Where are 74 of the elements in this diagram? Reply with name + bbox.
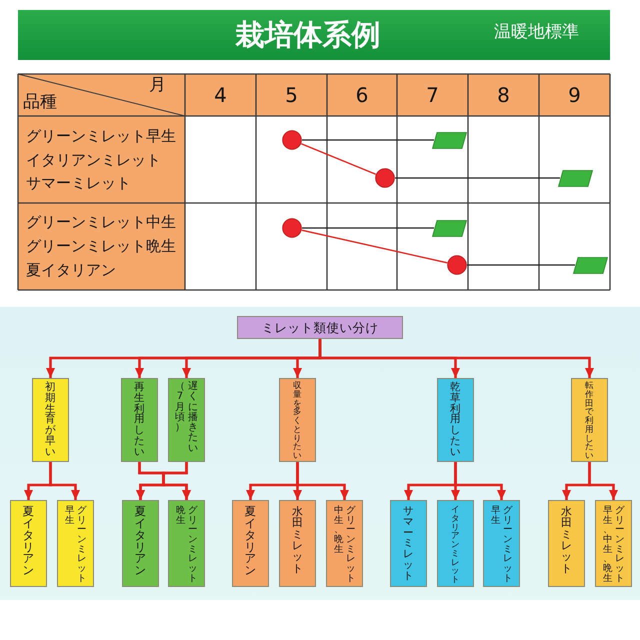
variety-box [10,500,47,587]
variety-label: グリーンミレット中生、晩生 [333,506,356,584]
variety-label: サマーミレット [402,506,414,583]
arrow [49,462,80,500]
variety-label: 水田ミレット [291,506,304,575]
variety-box [390,500,427,587]
condition-box [279,378,316,462]
arrow [588,462,618,500]
page-title: 栽培体系例 [236,18,381,52]
parallelogram-icon [572,256,608,274]
variety-label: 水田ミレット [560,506,573,575]
subtitle-text: 温暖地標準 [494,23,579,43]
arrow [162,462,191,500]
variety-label: イタリアンミレット [450,506,460,586]
connector-line [301,143,376,175]
condition-box [571,378,608,462]
variety-name: グリーンミレット晩生 [26,238,176,256]
variety-name: グリーンミレット早生 [26,128,176,146]
variety-box [483,500,520,587]
variety-name: サマーミレット [26,175,131,192]
month-header-cell: 5 [256,74,327,116]
condition-label: 収量を多くとりたい [292,382,302,462]
arrow [296,462,349,500]
dot-icon [282,218,302,238]
variety-box [232,500,269,587]
connector-line [302,227,434,229]
dot-icon [375,168,395,188]
variety-label: グリーンミレット晩生 [175,506,198,584]
variety-label: グリーンミレット早生、中生、晩生 [602,506,625,584]
dot-icon [282,130,302,150]
condition-label: 遅くに播きたい（7月頃） [174,382,199,456]
variety-name: 夏イタリアン [26,262,116,280]
variety-box [279,500,316,587]
header-label: 品種 [23,93,57,113]
connector-line [467,264,575,266]
condition-label: 転作田で利用したい [584,382,594,462]
condition-label: 乾草利用したい [450,382,462,459]
variety-box [595,500,632,587]
month-header-cell: 7 [397,74,468,116]
variety-box [122,500,159,587]
variety-name: グリーンミレット中生 [26,214,176,232]
variety-label: グリーンミレット早生 [490,506,513,584]
condition-box [168,378,205,462]
condition-box [437,378,474,462]
variety-label: 夏イタリアン [244,506,257,578]
arrow [454,462,506,500]
root-box [237,316,403,339]
variety-box [57,500,94,587]
variety-box [326,500,363,587]
variety-label: グリーンミレット早生 [64,506,87,584]
month-header-cell: 6 [327,74,397,116]
month-header-cell: 9 [539,74,610,116]
arrow [318,339,594,378]
header-label: 月 [149,76,166,96]
connector-line [302,139,434,141]
connector-line [395,177,560,179]
condition-box [32,378,69,462]
variety-box [548,500,585,587]
connector-line [302,230,448,264]
condition-label: 初期生育が早い [44,382,56,459]
parallelogram-icon [558,170,592,186]
variety-box [168,500,205,587]
root-label: ミレット類使い分け [262,320,378,335]
variety-name: イタリアンミレット [26,152,161,170]
month-header-cell: 4 [185,74,256,116]
variety-label: 夏イタリアン [134,506,147,578]
month-header-cell: 8 [468,74,539,116]
parallelogram-icon [432,220,466,236]
variety-box [437,500,474,587]
condition-label: 再生利用したい [134,382,146,459]
dot-icon [447,255,467,275]
variety-label: 夏イタリアン [22,506,35,578]
parallelogram-icon [432,132,466,148]
condition-box [121,378,158,462]
